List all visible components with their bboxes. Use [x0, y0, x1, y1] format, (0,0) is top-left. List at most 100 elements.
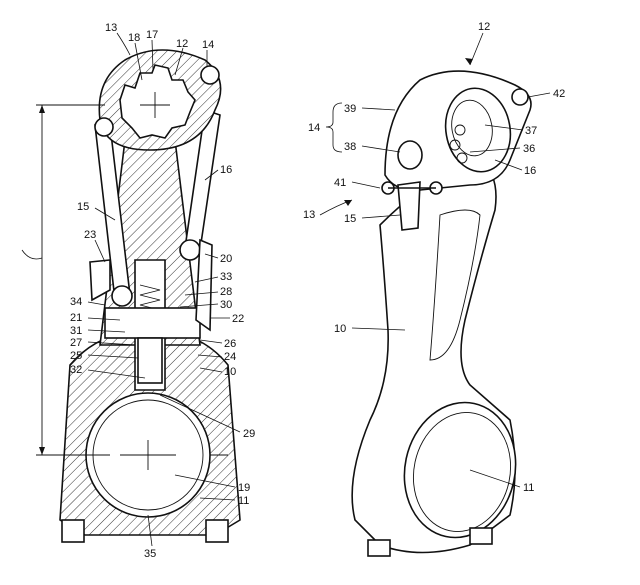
leader-line: [199, 339, 223, 344]
foot-left: [367, 539, 391, 557]
label-22: 22: [232, 313, 244, 325]
label-12-left: 12: [176, 38, 188, 50]
label-16-left: 16: [220, 164, 232, 176]
bracket-left: [89, 259, 111, 302]
leader-line: [174, 474, 236, 488]
label-17: 17: [146, 29, 158, 41]
label-24: 24: [224, 351, 236, 363]
leader-line: [199, 497, 236, 501]
pin-top-right: [200, 65, 220, 85]
dimension-arrow-top: [39, 105, 45, 113]
dimension-arrow-bottom: [39, 447, 45, 455]
leader-line: [116, 32, 131, 56]
label-14-right: 14: [308, 122, 320, 134]
label-11-left: 11: [238, 495, 249, 507]
label-13-right: 13: [303, 209, 315, 221]
label-25: 25: [70, 350, 82, 362]
leader-line: [94, 207, 116, 221]
label-42: 42: [553, 88, 565, 100]
leader-line: [197, 354, 223, 358]
arrowhead: [344, 200, 352, 206]
label-19: 19: [238, 482, 250, 494]
leader-line: [361, 145, 401, 153]
pin-42: [511, 88, 529, 106]
label-20: 20: [220, 253, 232, 265]
label-38: 38: [344, 141, 356, 153]
label-33: 33: [220, 271, 232, 283]
hole-1: [454, 124, 466, 136]
leader-line: [184, 291, 219, 296]
hole-3: [456, 152, 468, 164]
side-boss-38: [397, 140, 423, 170]
label-13-left: 13: [105, 22, 117, 34]
leader-line: [494, 159, 523, 171]
label-32: 32: [70, 364, 82, 376]
right-perspective-view: 12 42 39 14 37 38 36 16 41 13 15 10 11: [303, 21, 565, 557]
leader-line: [134, 42, 143, 81]
bracket-right: [195, 238, 213, 332]
label-14-left: 14: [202, 39, 214, 51]
leader-line: [94, 239, 106, 263]
label-26: 26: [224, 338, 236, 350]
leader-line: [204, 253, 219, 259]
label-30: 30: [220, 299, 232, 311]
leader-line: [87, 301, 106, 306]
leader-line: [351, 181, 381, 189]
eccentric-bore-perspective: [451, 99, 493, 157]
leader-line: [204, 169, 219, 181]
label-10-right: 10: [334, 323, 346, 335]
leader-line: [87, 341, 136, 346]
leader-line: [469, 147, 521, 153]
label-36: 36: [523, 143, 535, 155]
label-34: 34: [70, 296, 82, 308]
left-sectional-view: 13 18 17 12 14 16 15 23 20 33 28 30 22 3…: [21, 22, 255, 560]
arrowhead: [465, 58, 473, 65]
pin-lower-left: [111, 285, 133, 307]
leader-line: [151, 39, 154, 71]
label-35: 35: [144, 548, 156, 560]
leader-line: [179, 303, 219, 308]
leader-line: [361, 107, 396, 111]
label-41: 41: [334, 177, 346, 189]
pin-top-left: [94, 117, 114, 137]
label-28: 28: [220, 286, 232, 298]
label-15-left: 15: [77, 201, 89, 213]
leader-line: [174, 47, 184, 76]
label-12-right: 12: [478, 21, 490, 33]
leader-line: [147, 514, 153, 547]
foot-right: [469, 527, 493, 545]
leader-line: [87, 354, 139, 359]
label-27: 27: [70, 337, 82, 349]
label-31: 31: [70, 325, 82, 337]
leader-line: [199, 367, 223, 373]
big-end-bearing: [412, 412, 512, 532]
label-23: 23: [84, 229, 96, 241]
label-16-right: 16: [524, 165, 536, 177]
big-end-bore: [403, 401, 517, 539]
leader-line: [469, 469, 521, 488]
bolt-right: [205, 519, 229, 543]
valve-piston: [137, 337, 163, 384]
valve-body: [104, 307, 201, 339]
leader-line: [87, 317, 121, 321]
label-37: 37: [525, 125, 537, 137]
label-15-right: 15: [344, 213, 356, 225]
label-21: 21: [70, 312, 82, 324]
label-29: 29: [243, 428, 255, 440]
leader-line: [87, 329, 126, 333]
leader-line: [194, 276, 219, 283]
label-39: 39: [344, 103, 356, 115]
dimension-leader: [21, 249, 43, 260]
label-10-left: 10: [224, 366, 236, 378]
label-11-right: 11: [523, 482, 534, 494]
pin-lower-right: [179, 239, 201, 261]
leader-line: [351, 327, 406, 331]
leader-line: [87, 369, 146, 379]
eccentric-bore: [119, 64, 196, 139]
link-15-perspective: [397, 181, 421, 231]
shank-recess: [429, 209, 481, 361]
brace-14: [325, 102, 343, 153]
bolt-left: [61, 519, 85, 543]
